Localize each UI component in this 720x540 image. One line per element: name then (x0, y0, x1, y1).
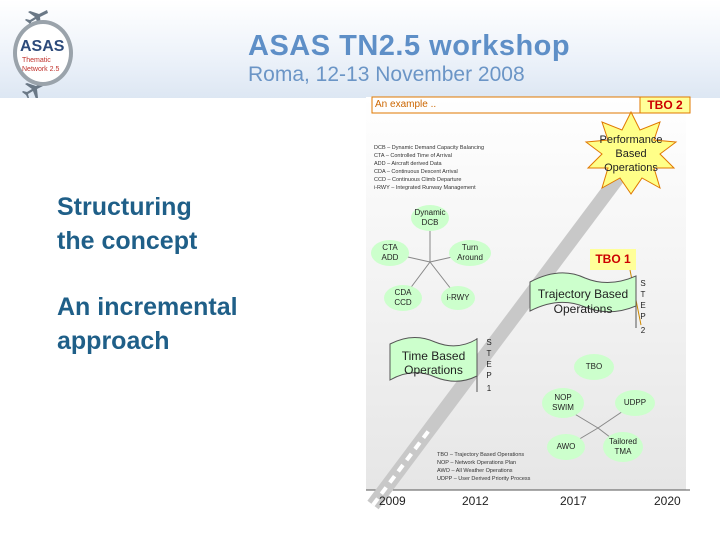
step1-number: 1 (486, 384, 492, 393)
tbo2-label: TBO 2 (647, 98, 683, 112)
logo-title: ASAS (20, 38, 65, 55)
logo-subtitle-1: Thematic (22, 57, 51, 64)
timeline-2009: 2009 (379, 494, 406, 508)
node-turn-around: Turn Around (448, 243, 492, 263)
airplane-icon (22, 10, 48, 98)
node-dynamic-dcb-line1: Dynamic (414, 208, 446, 217)
legend-item: CTA – Controlled Time of Arrival (374, 153, 452, 159)
node-tailored-tma-line2: TMA (614, 447, 632, 456)
node-turn-around-line1: Turn (461, 243, 479, 252)
node-turn-around-line2: Around (457, 253, 483, 262)
node-udpp: UDPP (623, 398, 647, 407)
node-nop-swim-line2: SWIM (552, 403, 574, 412)
node-cda-ccd-line1: CDA (394, 288, 412, 297)
step2-number: 2 (640, 326, 646, 335)
legend-item: CCD – Continuous Climb Departure (374, 177, 462, 183)
header-banner (0, 0, 720, 98)
timebased-label: Time Based Operations (390, 349, 477, 377)
progress-arrow-dashes (371, 427, 432, 507)
tbo1-box (590, 249, 636, 270)
example-label: An example .. (375, 99, 437, 110)
node-tailored-tma-line1: Tailored (608, 437, 637, 446)
step1-letters: S T E P (484, 337, 494, 381)
legend-item: TBO – Trajectory Based Operations (437, 452, 525, 458)
timebased-line-1: Time Based (401, 349, 466, 363)
node-cda-ccd: CDA CCD (383, 288, 423, 308)
legend-item: AWO – All Weather Operations (437, 468, 513, 474)
step2-letters: S T E P (638, 278, 648, 322)
timeline-2012: 2012 (462, 494, 489, 508)
legend-item: UDPP – User Derived Priority Process (437, 476, 531, 482)
top-legend: DCB – Dynamic Demand Capacity Balancing … (374, 144, 484, 192)
step-letter: T (486, 349, 492, 358)
tbased-line-1: Trajectory Based (537, 287, 629, 301)
step-letter: E (640, 301, 646, 310)
node-nop-swim-line1: NOP (554, 393, 572, 402)
legend-item: DCB – Dynamic Demand Capacity Balancing (374, 145, 485, 151)
node-cta-add-line1: CTA (382, 243, 398, 252)
node-nop-swim: NOP SWIM (541, 393, 585, 413)
tbo1-label: TBO 1 (595, 252, 631, 266)
sidebar-line-4: approach (57, 327, 170, 355)
node-awo: AWO (556, 442, 576, 451)
logo-subtitle-2: Network 2.5 (22, 66, 59, 73)
sidebar-line-2: the concept (57, 227, 198, 255)
node-i-rwy: i-RWY (446, 293, 470, 302)
node-cta-add: CTA ADD (370, 243, 410, 263)
legend-item: NOP – Network Operations Plan (437, 460, 517, 466)
pbo-label: Performance Based Operations (590, 133, 672, 175)
legend-item: i-RWY – Integrated Runway Management (374, 185, 476, 191)
workshop-subtitle: Roma, 12-13 November 2008 (248, 63, 525, 86)
sidebar-line-3: An incremental (57, 293, 238, 321)
pbo-line-3: Operations (604, 162, 658, 174)
step-letter: E (486, 360, 492, 369)
concept-nodes (371, 205, 655, 462)
pbo-line-2: Based (615, 148, 647, 160)
step-letter: S (486, 338, 492, 347)
step-letter: S (640, 279, 646, 288)
node-cda-ccd-line2: CCD (394, 298, 412, 307)
tbased-label: Trajectory Based Operations (530, 287, 636, 317)
node-tailored-tma: Tailored TMA (601, 437, 645, 457)
timeline-2017: 2017 (560, 494, 587, 508)
pbo-line-1: Performance (599, 134, 663, 146)
timebased-line-2: Operations (404, 363, 463, 377)
tbo2-box (639, 96, 691, 114)
pbo-starburst (584, 110, 678, 195)
sidebar-line-1: Structuring (57, 193, 192, 221)
step-letter: P (640, 312, 646, 321)
bottom-legend: TBO – Trajectory Based Operations NOP – … (437, 451, 530, 483)
legend-item: ADD – Aircraft derived Data (374, 161, 442, 167)
step-letter: P (486, 371, 492, 380)
logo: ASAS Thematic Network 2.5 (13, 10, 73, 98)
tbased-line-2: Operations (553, 302, 613, 316)
legend-item: CDA – Continuous Descent Arrival (374, 169, 458, 175)
node-tbo: TBO (585, 362, 603, 371)
step-letter: T (640, 290, 646, 299)
node-cta-add-line2: ADD (381, 253, 399, 262)
node-dynamic-dcb: Dynamic DCB (410, 208, 450, 228)
node-dynamic-dcb-line2: DCB (421, 218, 439, 227)
timeline-2020: 2020 (654, 494, 681, 508)
workshop-title: ASAS TN2.5 workshop (248, 30, 571, 62)
